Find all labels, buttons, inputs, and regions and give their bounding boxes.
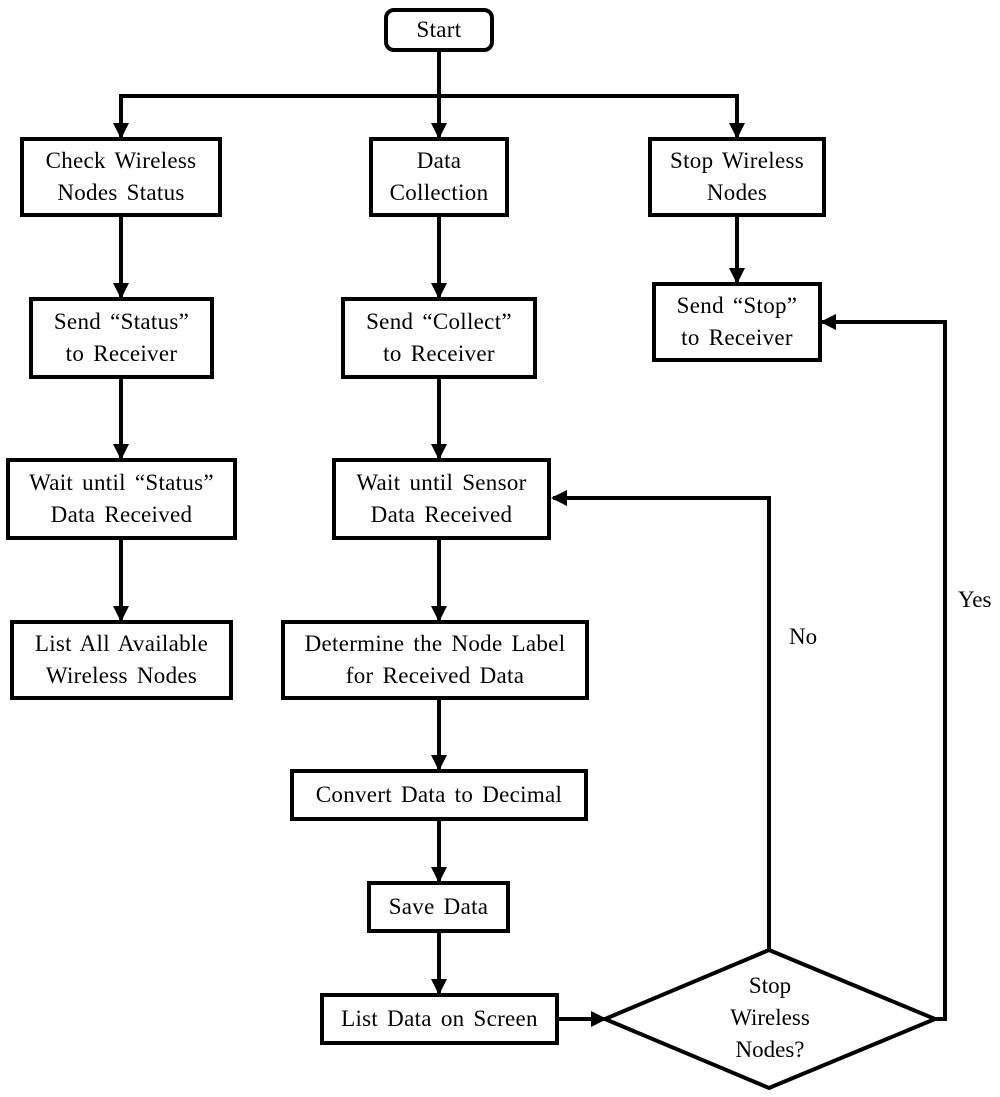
convert-label: Convert Data to Decimal (315, 782, 563, 807)
list-screen-label: List Data on Screen (341, 1006, 538, 1031)
send-stop-line-2: to Receiver (681, 325, 793, 350)
send-status-line-2: to Receiver (65, 341, 178, 366)
decision-diamond (599, 947, 941, 1091)
decision-label: Stop Wireless Nodes? (680, 970, 860, 1066)
stop-nodes-line-1: Stop Wireless (670, 148, 804, 173)
data-collection-line-2: Collection (389, 180, 489, 205)
decision-line-2: Wireless (730, 1005, 810, 1030)
decision-line-1: Stop (748, 973, 792, 998)
save-node: Save Data (367, 881, 510, 933)
save-label: Save Data (388, 894, 489, 919)
start-label: Start (416, 17, 462, 42)
edge-label-no: No (789, 624, 818, 649)
wait-sensor-line-2: Data Received (370, 502, 513, 527)
wait-status-node: Wait until “Status” Data Received (6, 458, 237, 540)
connector-no-loop (551, 490, 771, 950)
wait-sensor-node: Wait until Sensor Data Received (332, 458, 551, 540)
determine-label-node: Determine the Node Label for Received Da… (281, 620, 589, 700)
check-status-node: Check Wireless Nodes Status (20, 137, 222, 217)
decision-line-3: Nodes? (735, 1037, 805, 1062)
stop-nodes-line-2: Nodes (706, 180, 768, 205)
list-screen-node: List Data on Screen (320, 993, 559, 1045)
list-nodes-node: List All Available Wireless Nodes (10, 620, 233, 700)
check-status-line-2: Nodes Status (57, 180, 185, 205)
wait-sensor-line-1: Wait until Sensor (356, 470, 527, 495)
data-collection-line-1: Data (416, 148, 462, 173)
send-stop-node: Send “Stop” to Receiver (652, 282, 822, 362)
edge-label-yes: Yes (958, 587, 992, 612)
send-collect-node: Send “Collect” to Receiver (341, 297, 537, 379)
list-nodes-line-2: Wireless Nodes (45, 663, 198, 688)
wait-status-line-2: Data Received (50, 502, 193, 527)
determine-label-line-2: for Received Data (345, 663, 525, 688)
determine-label-line-1: Determine the Node Label (304, 631, 566, 656)
list-nodes-line-1: List All Available (34, 631, 209, 656)
data-collection-node: Data Collection (369, 137, 509, 217)
send-status-node: Send “Status” to Receiver (29, 297, 214, 379)
send-stop-line-1: Send “Stop” (676, 293, 798, 318)
check-status-line-1: Check Wireless (45, 148, 197, 173)
send-collect-line-1: Send “Collect” (366, 309, 512, 334)
convert-node: Convert Data to Decimal (290, 769, 588, 821)
stop-nodes-node: Stop Wireless Nodes (648, 137, 826, 217)
send-status-line-1: Send “Status” (53, 309, 190, 334)
start-node: Start (384, 8, 494, 52)
send-collect-line-2: to Receiver (383, 341, 495, 366)
wait-status-line-1: Wait until “Status” (29, 470, 214, 495)
connector-yes-loop (820, 314, 947, 1021)
